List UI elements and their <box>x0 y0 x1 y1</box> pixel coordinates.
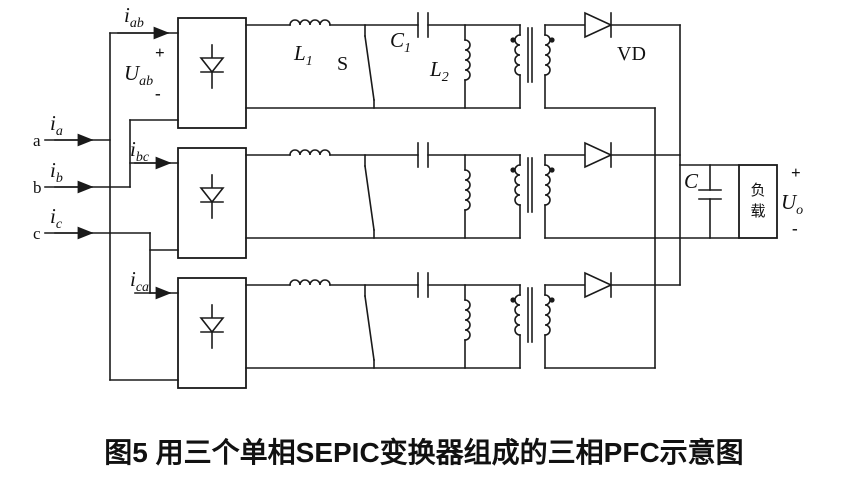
label-phase-c: c <box>33 224 41 243</box>
load-char2: 载 <box>750 203 765 220</box>
figure-caption: 图5 用三个单相SEPIC变换器组成的三相PFC示意图 <box>104 436 743 468</box>
label-capacitor-c: C <box>684 169 699 193</box>
c1-sub: 1 <box>404 41 411 56</box>
label-inductor-l2: L2 <box>429 57 449 85</box>
converter-row-ab <box>177 12 681 129</box>
label-current-ica: ica <box>130 267 149 295</box>
ica-main: i <box>130 267 136 291</box>
ia-main: i <box>50 111 56 135</box>
uo-sub: o <box>796 203 803 218</box>
converter-rows <box>177 12 681 389</box>
output-capacitor <box>698 164 722 239</box>
label-load: 负 <box>750 182 765 199</box>
ica-sub: ca <box>136 280 149 295</box>
ic-main: i <box>50 204 56 228</box>
uab-main: U <box>124 61 141 85</box>
current-arrows <box>54 26 172 300</box>
output-section <box>654 24 778 369</box>
uo-main: U <box>781 190 798 214</box>
label-diode-vd: VD <box>617 43 646 65</box>
label-uo-plus: + <box>791 163 801 182</box>
ibc-main: i <box>130 137 136 161</box>
label-inductor-l1: L1 <box>293 41 313 69</box>
label-current-ib: ib <box>50 158 63 186</box>
label-load-2: 载 <box>750 203 765 220</box>
ib-main: i <box>50 158 56 182</box>
uab-sub: ab <box>139 74 153 89</box>
load-char1: 负 <box>750 182 765 199</box>
load-box <box>738 164 778 239</box>
label-uab-plus: + <box>155 43 165 62</box>
ia-sub: a <box>56 124 63 139</box>
ib-sub: b <box>56 171 63 186</box>
converter-row-bc <box>177 142 681 259</box>
label-voltage-uab: Uab <box>124 61 153 89</box>
l2-sub: 2 <box>442 70 449 85</box>
ibc-sub: bc <box>136 150 150 165</box>
label-current-ibc: ibc <box>130 137 150 165</box>
label-capacitor-c1: C1 <box>390 28 411 56</box>
l1-sub: 1 <box>306 54 313 69</box>
label-output-voltage-uo: Uo <box>781 190 803 218</box>
label-uab-minus: - <box>155 84 161 103</box>
iab-sub: ab <box>130 16 144 31</box>
labels: iab Uab + - ia ib ic a b c ibc ica L1 S … <box>33 3 803 468</box>
converter-row-ca <box>177 272 681 389</box>
label-uo-minus: - <box>792 219 798 238</box>
ic-sub: c <box>56 217 63 232</box>
l1-main: L <box>293 41 306 65</box>
label-current-ic: ic <box>50 204 63 232</box>
c1-main: C <box>390 28 405 52</box>
iab-main: i <box>124 3 130 27</box>
label-phase-b: b <box>33 178 42 197</box>
l2-main: L <box>429 57 442 81</box>
label-switch-s: S <box>337 53 348 75</box>
label-current-iab: iab <box>124 3 144 31</box>
label-phase-a: a <box>33 131 41 150</box>
label-current-ia: ia <box>50 111 63 139</box>
